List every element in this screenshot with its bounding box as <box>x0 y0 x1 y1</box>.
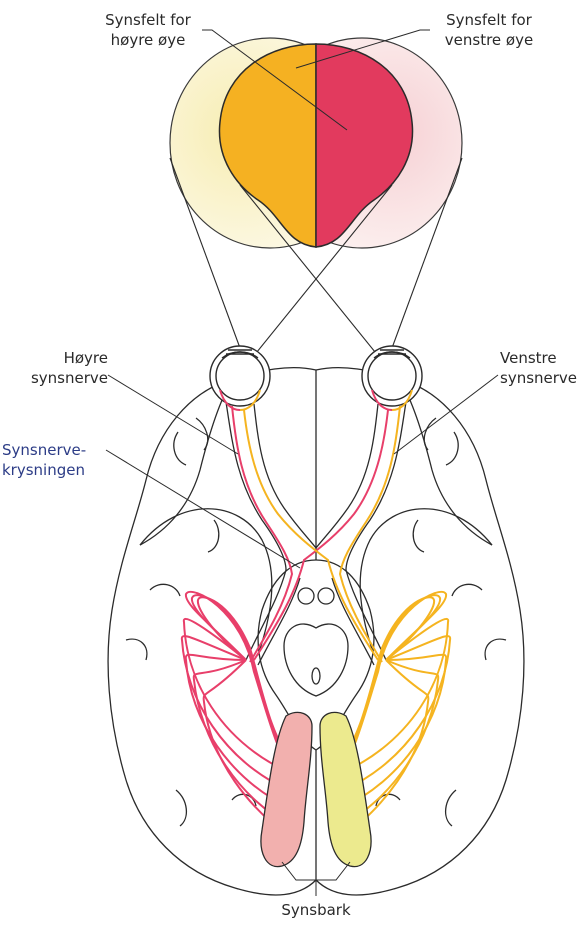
label-line: Venstre <box>500 348 580 368</box>
label-optic-chiasm: Synsnerve- krysningen <box>2 440 108 480</box>
label-visual-field-left-eye: Synsfelt for venstre øye <box>426 10 552 50</box>
visual-cortex-left-field <box>320 712 371 866</box>
label-line: synsnerve <box>500 368 580 388</box>
right-eye <box>210 346 270 406</box>
visual-cortex-right-field <box>261 712 312 866</box>
label-line: Synsfelt for <box>92 10 204 30</box>
label-line: venstre øye <box>426 30 552 50</box>
label-visual-cortex: Synsbark <box>266 900 366 920</box>
brain-outline <box>108 368 524 895</box>
label-left-optic-nerve: Venstre synsnerve <box>500 348 580 388</box>
left-eye <box>362 346 422 406</box>
label-right-optic-nerve: Høyre synsnerve <box>18 348 108 388</box>
label-visual-field-right-eye: Synsfelt for høyre øye <box>92 10 204 50</box>
label-line: synsnerve <box>18 368 108 388</box>
label-line: Synsfelt for <box>426 10 552 30</box>
label-line: Høyre <box>18 348 108 368</box>
label-line: Synsnerve- <box>2 440 108 460</box>
label-line: høyre øye <box>92 30 204 50</box>
label-line: krysningen <box>2 460 108 480</box>
label-line: Synsbark <box>266 900 366 920</box>
